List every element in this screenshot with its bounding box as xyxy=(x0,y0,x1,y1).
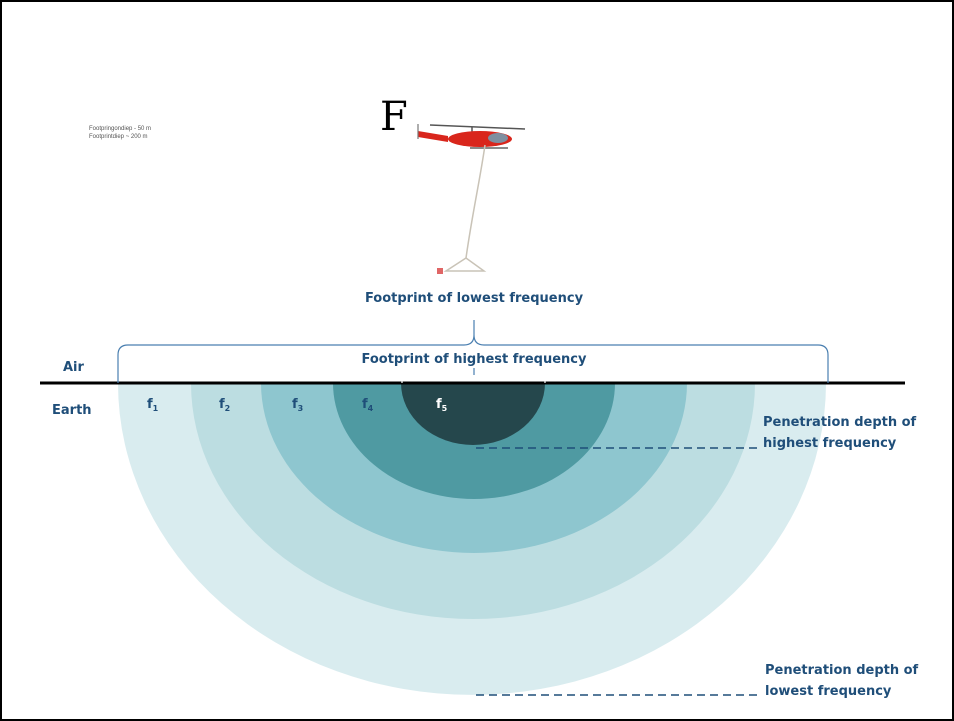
note-line-1: Footpringondiep - 50 m xyxy=(89,126,151,132)
frequency-label-f3: f3 xyxy=(292,397,303,413)
penetration-highest-label-2: highest frequency xyxy=(763,436,897,451)
frequency-label-f2: f2 xyxy=(219,397,230,413)
penetration-lowest-label-2: lowest frequency xyxy=(765,684,892,699)
penetration-lowest-label-1: Penetration depth of xyxy=(765,663,919,678)
label-footprint-lowest: Footprint of lowest frequency xyxy=(365,291,584,306)
label-earth: Earth xyxy=(52,403,92,418)
penetration-highest-label-1: Penetration depth of xyxy=(763,415,917,430)
lowest-footprint-brace xyxy=(117,320,829,383)
note-line-2: Footprintdiep ~ 200 m xyxy=(89,134,148,140)
title-fragment: F xyxy=(380,94,408,140)
zone-f5 xyxy=(401,383,545,445)
frequency-label-f1: f1 xyxy=(147,397,159,413)
frequency-label-f4: f4 xyxy=(362,397,374,413)
tow-cable xyxy=(437,144,487,274)
label-footprint-highest: Footprint of highest frequency xyxy=(362,352,587,367)
sensor-icon xyxy=(437,268,443,274)
helicopter-icon xyxy=(417,124,526,149)
frequency-label-f5: f5 xyxy=(436,397,448,413)
depth-zones xyxy=(118,383,826,695)
label-air: Air xyxy=(63,360,85,375)
frequency-labels: f1 f2 f3 f4 f5 xyxy=(147,397,448,413)
